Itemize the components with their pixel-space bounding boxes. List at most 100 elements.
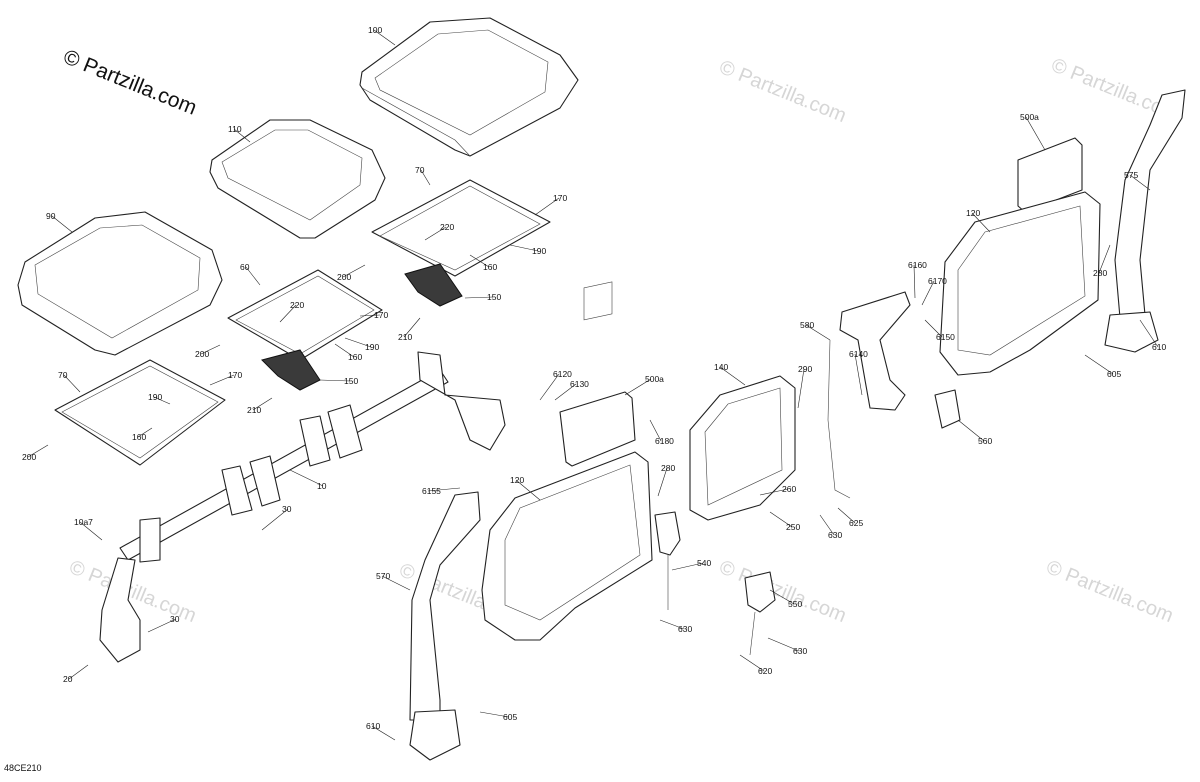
callout-c170a[interactable]: 170 [534, 193, 567, 216]
callout-c580[interactable]: 580 [800, 320, 831, 341]
callout-c620[interactable]: 620 [739, 654, 772, 676]
callout-c60[interactable]: 60 [240, 262, 261, 286]
storage-panel-140[interactable] [689, 375, 796, 521]
callout-c210b[interactable]: 210 [247, 397, 273, 415]
callout-c290[interactable]: 290 [797, 364, 812, 409]
seat-backrest-120-center[interactable] [481, 451, 653, 641]
callout-c6130[interactable]: 6130 [554, 379, 589, 401]
callout-c250[interactable]: 250 [769, 511, 800, 532]
callout-number: 160 [483, 262, 497, 272]
callout-number: 605 [503, 712, 517, 722]
callout-c10a7[interactable]: 10a7 [74, 517, 103, 541]
callout-c625[interactable]: 625 [837, 507, 863, 528]
callout-c6150[interactable]: 6150 [924, 319, 955, 342]
callout-c70a[interactable]: 70 [415, 165, 431, 186]
watermark-text: © Partzilla.com [716, 556, 849, 627]
callout-c30a[interactable]: 30 [261, 504, 292, 531]
callout-number: 120 [966, 208, 980, 218]
callout-c220a[interactable]: 220 [424, 222, 454, 241]
callout-c150b[interactable]: 150 [319, 376, 358, 386]
callout-c190a[interactable]: 190 [509, 244, 546, 256]
callout-leader-line [147, 618, 177, 633]
callout-c540[interactable]: 540 [671, 558, 711, 571]
callout-c6120[interactable]: 6120 [539, 369, 572, 401]
callout-c170c[interactable]: 170 [209, 370, 242, 386]
callout-c70b[interactable]: 70 [58, 370, 81, 393]
callout-c560[interactable]: 560 [957, 419, 992, 446]
callout-c6180[interactable]: 6180 [649, 419, 674, 446]
buckle-560[interactable] [934, 389, 961, 429]
callout-number: 70 [58, 370, 68, 380]
callout-c160a[interactable]: 160 [469, 254, 497, 272]
callout-number: 500a [645, 374, 664, 384]
callout-c20[interactable]: 20 [63, 664, 89, 684]
callout-c190c[interactable]: 190 [148, 392, 171, 405]
callout-c220b[interactable]: 220 [279, 300, 304, 323]
callout-c500a_1[interactable]: 500a [624, 374, 664, 396]
callout-c630a[interactable]: 630 [659, 619, 692, 634]
callout-c630c[interactable]: 630 [819, 514, 842, 540]
callout-c6160[interactable]: 6160 [908, 260, 927, 299]
callout-number: 220 [290, 300, 304, 310]
buckle-550[interactable] [744, 571, 776, 656]
callout-c210a[interactable]: 210 [398, 317, 421, 342]
seat-backrest-120-right[interactable] [939, 191, 1101, 376]
callout-leader-line [769, 511, 793, 528]
callout-number: 610 [1152, 342, 1166, 352]
callout-c170b[interactable]: 170 [359, 310, 388, 320]
seat-belt-575[interactable] [1104, 89, 1186, 353]
callout-c120a[interactable]: 120 [510, 475, 541, 501]
callout-number: 190 [532, 246, 546, 256]
callout-number: 170 [553, 193, 567, 203]
seat-belt-570[interactable] [409, 491, 481, 761]
headrest-500a-right[interactable] [1017, 137, 1083, 213]
callout-c6155[interactable]: 6155 [422, 486, 461, 496]
callout-c550[interactable]: 550 [769, 589, 802, 609]
callout-c575[interactable]: 575 [1124, 170, 1151, 191]
callout-c160c[interactable]: 160 [132, 427, 153, 442]
seat-cushion-110[interactable] [209, 119, 386, 239]
callout-leader-line [403, 317, 421, 338]
callout-c90[interactable]: 90 [46, 211, 73, 233]
callout-c200b[interactable]: 200 [195, 344, 221, 359]
callout-c190b[interactable]: 190 [344, 337, 379, 352]
seat-frame-60-middle[interactable] [227, 269, 383, 391]
callout-c150a[interactable]: 150 [464, 292, 501, 302]
callout-c140[interactable]: 140 [714, 362, 746, 386]
seat-frame-70-left[interactable] [54, 359, 226, 466]
callout-c605a[interactable]: 605 [479, 711, 517, 722]
callout-c6170[interactable]: 6170 [921, 276, 947, 306]
callout-leader-line [245, 266, 261, 286]
callout-c120b[interactable]: 120 [966, 208, 991, 233]
seat-base-tube-10[interactable] [99, 351, 506, 663]
callout-number: 200 [337, 272, 351, 282]
seat-cushion-100[interactable] [359, 17, 579, 157]
callout-leader-line [381, 575, 411, 591]
callout-c30b[interactable]: 30 [147, 614, 180, 633]
callout-number: 6180 [655, 436, 674, 446]
seat-belt-580[interactable] [827, 291, 911, 499]
buckle-540[interactable] [654, 511, 681, 610]
callout-c10[interactable]: 10 [289, 469, 327, 491]
callout-c500a_2[interactable]: 500a [1020, 112, 1046, 151]
callout-c280a[interactable]: 280 [657, 463, 675, 497]
callout-c260[interactable]: 260 [759, 484, 796, 496]
seat-frame-70-right[interactable] [371, 179, 551, 307]
callout-c200c[interactable]: 200 [22, 444, 49, 462]
callout-c630b[interactable]: 630 [767, 637, 807, 656]
callout-c570[interactable]: 570 [376, 571, 411, 591]
callout-leader-line [671, 562, 704, 571]
callout-c610b[interactable]: 610 [1139, 319, 1166, 352]
seat-cushion-90[interactable] [17, 211, 223, 356]
callout-c6140[interactable]: 6140 [849, 349, 868, 396]
callout-c605b[interactable]: 605 [1084, 354, 1121, 379]
callout-c160b[interactable]: 160 [334, 343, 362, 362]
headrest-500a-center[interactable] [559, 281, 636, 467]
callout-number: 110 [228, 124, 242, 134]
callout-number: 630 [678, 624, 692, 634]
callout-c200a[interactable]: 200 [337, 264, 366, 282]
callout-c110[interactable]: 110 [228, 124, 251, 143]
callout-c280b[interactable]: 280 [1093, 244, 1111, 278]
callout-c610a[interactable]: 610 [366, 721, 396, 741]
callout-c100[interactable]: 100 [368, 25, 396, 46]
